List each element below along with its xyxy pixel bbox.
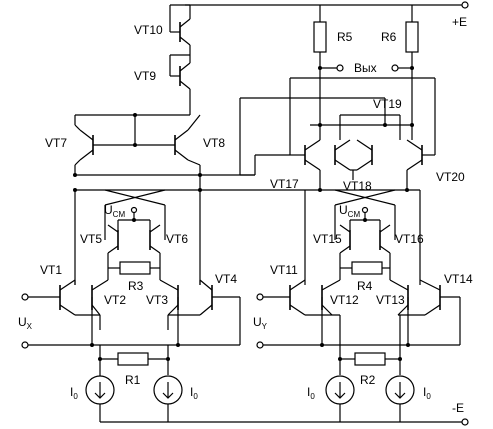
r4-label: R4 — [357, 279, 373, 293]
r1-label: R1 — [125, 373, 141, 387]
vt4-label: VT4 — [215, 272, 237, 286]
uy-input-positive[interactable] — [256, 293, 264, 301]
cross-wire-2 — [104, 189, 166, 206]
i0-label-left-1: I0 — [70, 385, 78, 401]
output-terminal-right[interactable] — [391, 64, 399, 72]
resistor-r5 — [313, 21, 327, 53]
transistor-vt6 — [149, 220, 161, 254]
current-source-right-1 — [325, 375, 355, 422]
negative-supply-label: -E — [452, 401, 464, 415]
transistor-vt4 — [199, 279, 213, 316]
resistor-r2 — [354, 352, 386, 366]
i0-label-left-2: I0 — [190, 385, 198, 401]
vt20-label: VT20 — [436, 170, 465, 184]
negative-supply-terminal[interactable] — [461, 418, 469, 426]
vt12-label: VT12 — [330, 293, 359, 307]
resistor-r1 — [117, 352, 149, 366]
transistor-vt15 — [339, 220, 351, 254]
vt15-label: VT15 — [313, 232, 342, 246]
positive-supply-terminal[interactable] — [461, 1, 469, 9]
vt5-label: VT5 — [80, 232, 102, 246]
transistor-vt17a — [290, 139, 321, 171]
current-source-left-2 — [153, 375, 183, 422]
r6-label: R6 — [381, 30, 397, 44]
transistor-vt8 — [174, 114, 201, 175]
transistor-vt10 — [169, 4, 191, 55]
ux-label: UX — [18, 315, 33, 331]
resistor-r4 — [351, 261, 383, 275]
ux-input-positive[interactable] — [21, 293, 29, 301]
positive-supply-label: +E — [452, 15, 467, 29]
output-terminal-left[interactable] — [336, 64, 344, 72]
vt17-label: VT17 — [270, 177, 299, 191]
uy-input-negative[interactable] — [256, 341, 264, 349]
transistor-vt11 — [289, 279, 306, 316]
uy-label: UY — [253, 315, 268, 331]
current-source-right-2 — [385, 375, 415, 422]
vt9-label: VT9 — [134, 69, 156, 83]
resistor-r3 — [119, 261, 151, 275]
transistor-vt1 — [59, 279, 76, 316]
ucm-label-right: UCM — [339, 203, 360, 219]
transistor-vt17b — [334, 139, 351, 171]
transistor-vt14 — [419, 279, 441, 316]
ucm-label-left: UCM — [104, 203, 125, 219]
current-source-left-1 — [85, 375, 115, 422]
vt3-label: VT3 — [146, 293, 168, 307]
transistor-vt16 — [379, 220, 391, 254]
vt10-label: VT10 — [134, 23, 163, 37]
vt6-label: VT6 — [166, 232, 188, 246]
vt11-label: VT11 — [270, 263, 298, 277]
vt18-label: VT18 — [343, 179, 372, 193]
r2-label: R2 — [360, 373, 376, 387]
r5-label: R5 — [337, 30, 353, 44]
vt2-label: VT2 — [104, 293, 126, 307]
r3-label: R3 — [128, 279, 144, 293]
transistor-vt18 — [356, 139, 373, 171]
vt19-label: VT19 — [373, 97, 402, 111]
transistor-vt9 — [169, 54, 191, 110]
transistor-vt7 — [74, 115, 94, 175]
vt13-label: VT13 — [376, 293, 405, 307]
vt14-label: VT14 — [444, 272, 473, 286]
i0-label-right-2: I0 — [423, 385, 431, 401]
transistor-vt20 — [406, 139, 435, 171]
transistor-vt5 — [107, 220, 119, 254]
i0-label-right-1: I0 — [307, 385, 315, 401]
ucm-terminal-right[interactable] — [361, 206, 369, 214]
vt1-label: VT1 — [40, 263, 62, 277]
ucm-terminal-left[interactable] — [130, 206, 138, 214]
ux-input-negative[interactable] — [21, 341, 29, 349]
resistor-r6 — [405, 21, 419, 53]
output-label: Вых — [354, 61, 377, 75]
vt8-label: VT8 — [203, 136, 225, 150]
vt7-label: VT7 — [45, 136, 67, 150]
vt16-label: VT16 — [395, 232, 424, 246]
